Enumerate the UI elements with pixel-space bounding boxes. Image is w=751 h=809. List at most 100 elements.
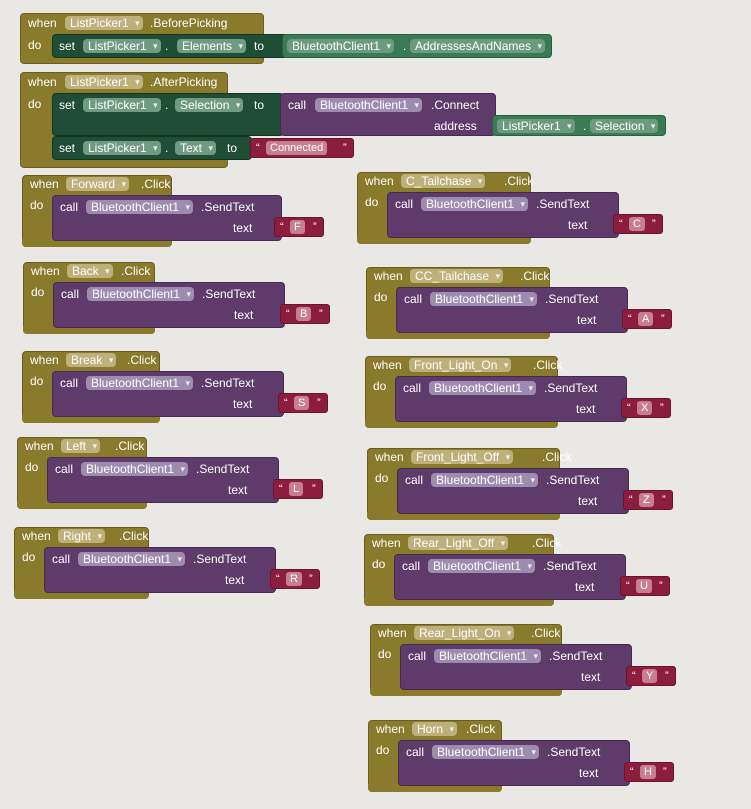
text-string-block[interactable]: “ Connected ” xyxy=(250,138,354,158)
button-component-dropdown[interactable]: Front_Light_Off xyxy=(411,450,514,464)
text-param-label: text xyxy=(577,313,597,327)
text-value[interactable]: X xyxy=(637,401,653,415)
close-quote: ” xyxy=(312,483,316,495)
button-component-dropdown[interactable]: Front_Light_On xyxy=(409,358,512,372)
button-component-dropdown[interactable]: C_Tailchase xyxy=(401,174,486,188)
client-dropdown[interactable]: BluetoothClient1 xyxy=(432,745,540,759)
close-quote: ” xyxy=(660,402,664,414)
component-dropdown[interactable]: ListPicker1 xyxy=(65,16,143,30)
text-string-block[interactable]: “S” xyxy=(278,393,328,413)
when-label: when xyxy=(376,722,405,736)
text-value[interactable]: F xyxy=(290,220,305,234)
set-target-dropdown[interactable]: ListPicker1 xyxy=(83,141,161,155)
client-dropdown[interactable]: BluetoothClient1 xyxy=(78,552,186,566)
button-component-dropdown[interactable]: Left xyxy=(61,439,101,453)
method-name: .Connect xyxy=(431,98,480,112)
set-label: set xyxy=(59,98,76,112)
component-dropdown[interactable]: ListPicker1 xyxy=(65,75,143,89)
client-dropdown[interactable]: BluetoothClient1 xyxy=(434,649,542,663)
text-string-block[interactable]: “L” xyxy=(273,479,323,499)
button-component-dropdown[interactable]: Forward xyxy=(66,177,130,191)
text-string-block[interactable]: “U” xyxy=(620,576,670,596)
to-label: to xyxy=(227,141,238,155)
set-target-dropdown[interactable]: ListPicker1 xyxy=(83,39,161,53)
text-string-block[interactable]: “Z” xyxy=(623,490,673,510)
set-property-dropdown[interactable]: Text xyxy=(175,141,217,155)
set-target-dropdown[interactable]: ListPicker1 xyxy=(83,98,161,112)
button-component-dropdown[interactable]: Back xyxy=(67,264,113,278)
client-dropdown[interactable]: BluetoothClient1 xyxy=(87,287,195,301)
set-property-dropdown[interactable]: Selection xyxy=(175,98,244,112)
client-dropdown[interactable]: BluetoothClient1 xyxy=(421,197,529,211)
text-value[interactable]: Connected xyxy=(266,141,328,155)
call-component-dropdown[interactable]: BluetoothClient1 xyxy=(315,98,423,112)
call-connect-block[interactable]: call BluetoothClient1 .Connect address xyxy=(280,93,496,136)
getter-property-dropdown[interactable]: AddressesAndNames xyxy=(410,39,546,53)
client-dropdown[interactable]: BluetoothClient1 xyxy=(86,376,194,390)
text-value[interactable]: B xyxy=(296,307,312,321)
getter-selection-block[interactable]: ListPicker1 . Selection xyxy=(492,115,666,136)
client-dropdown[interactable]: BluetoothClient1 xyxy=(430,292,538,306)
when-label: when xyxy=(372,536,401,550)
client-dropdown[interactable]: BluetoothClient1 xyxy=(431,473,539,487)
text-value[interactable]: Y xyxy=(642,669,658,683)
text-string-block[interactable]: “H” xyxy=(624,762,674,782)
getter-component-dropdown[interactable]: BluetoothClient1 xyxy=(287,39,395,53)
text-string-block[interactable]: “F” xyxy=(274,217,324,237)
button-component-dropdown[interactable]: Horn xyxy=(412,722,458,736)
text-string-block[interactable]: “X” xyxy=(621,398,671,418)
text-string-block[interactable]: “C” xyxy=(613,214,663,234)
text-value[interactable]: C xyxy=(629,217,645,231)
event-name: .AfterPicking xyxy=(150,75,218,89)
text-value[interactable]: H xyxy=(640,765,656,779)
when-label: when xyxy=(374,269,403,283)
text-value[interactable]: U xyxy=(636,579,652,593)
set-block[interactable]: set ListPicker1 . Elements to xyxy=(52,34,314,58)
set-block[interactable]: set ListPicker1 . Selection to xyxy=(52,93,284,136)
getter-property-dropdown[interactable]: Selection xyxy=(590,119,659,133)
button-component-dropdown[interactable]: Rear_Light_On xyxy=(414,626,515,640)
button-component-dropdown[interactable]: Break xyxy=(66,353,117,367)
getter-component-dropdown[interactable]: ListPicker1 xyxy=(497,119,575,133)
event-name: .Click xyxy=(119,529,149,543)
text-param-label: text xyxy=(575,580,595,594)
set-text-block[interactable]: set ListPicker1 . Text to xyxy=(52,136,252,160)
button-component-dropdown[interactable]: CC_Tailchase xyxy=(410,269,504,283)
text-value[interactable]: Z xyxy=(639,493,654,507)
text-string-block[interactable]: “Y” xyxy=(626,666,676,686)
text-string-block[interactable]: “A” xyxy=(622,309,672,329)
close-quote: ” xyxy=(659,580,663,592)
set-property-dropdown[interactable]: Elements xyxy=(177,39,247,53)
client-dropdown[interactable]: BluetoothClient1 xyxy=(429,381,537,395)
text-string-block[interactable]: “B” xyxy=(280,304,330,324)
client-dropdown[interactable]: BluetoothClient1 xyxy=(428,559,536,573)
text-value[interactable]: L xyxy=(289,482,304,496)
client-dropdown[interactable]: BluetoothClient1 xyxy=(86,200,194,214)
text-value[interactable]: S xyxy=(294,396,310,410)
when-label: when xyxy=(28,16,57,30)
text-string-block[interactable]: “R” xyxy=(270,569,320,589)
button-component-dropdown[interactable]: Rear_Light_Off xyxy=(408,536,509,550)
method-name: .SendText xyxy=(543,559,597,573)
do-label: do xyxy=(30,198,44,212)
text-value[interactable]: A xyxy=(638,312,654,326)
call-label: call xyxy=(404,292,423,306)
text-value[interactable]: R xyxy=(286,572,302,586)
address-label: address xyxy=(434,119,477,133)
client-dropdown[interactable]: BluetoothClient1 xyxy=(81,462,189,476)
button-component-dropdown[interactable]: Right xyxy=(58,529,106,543)
getter-block[interactable]: BluetoothClient1 . AddressesAndNames xyxy=(282,34,552,58)
do-label: do xyxy=(28,97,42,111)
